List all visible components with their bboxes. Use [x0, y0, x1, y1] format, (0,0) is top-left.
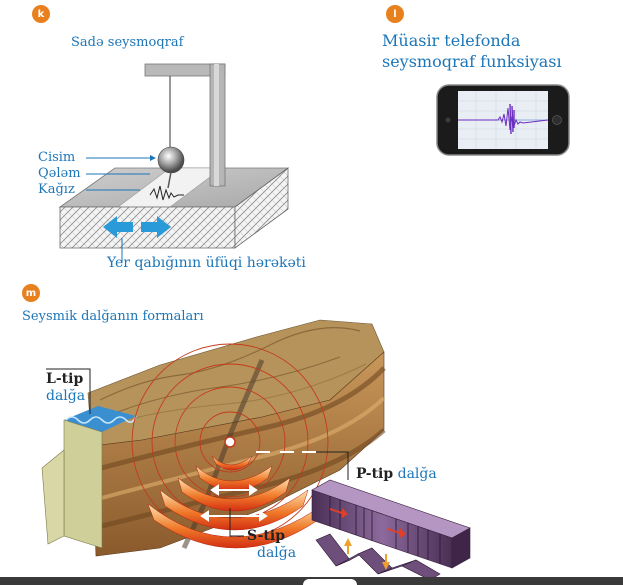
s-wave-arrows [200, 484, 268, 522]
horizontal-motion-caption: Yer qabığının üfüqi hərəkəti [107, 255, 306, 271]
l-wave-label: L-tip dalğa [46, 371, 85, 405]
label-paper: Kağız [38, 182, 75, 197]
s-wave-rope-blocks [315, 533, 441, 581]
s-wave-word: dalğa [257, 545, 297, 561]
block-side-face [234, 167, 289, 249]
seismograph-title: Sadə seysmoqraf [71, 35, 184, 50]
badge-l: l [386, 5, 404, 23]
s-wave-label: S-tip dalğa [247, 528, 296, 562]
phone-title-line2: seysmoqraf funksiyası [382, 52, 562, 71]
l-wave-word: dalğa [46, 388, 86, 404]
l-wave-type: L-tip [46, 371, 84, 387]
p-wave-type: P-tip [356, 466, 394, 482]
phone-title-line1: Müasir telefonda [382, 31, 521, 50]
l-wave-column [63, 419, 103, 549]
pen [167, 171, 172, 189]
seismic-wave-forms-title: Seysmik dalğanın formaları [22, 309, 204, 324]
smartphone-illustration [436, 84, 570, 156]
label-pen: Qələm [38, 166, 81, 181]
label-object: Cisim [38, 150, 76, 165]
p-wave-compression-blocks [311, 479, 471, 569]
bottom-scroll-handle[interactable] [303, 579, 357, 585]
badge-m: m [22, 284, 40, 302]
l-wave-ripples [65, 415, 137, 424]
p-wave-word: dalğa [397, 466, 437, 482]
phone-seismogram [458, 107, 549, 131]
seismic-trace [149, 185, 184, 201]
hypocenter-icon [224, 436, 236, 448]
horizontal-motion-arrows [103, 216, 171, 238]
p-wave-label: P-tip dalğa [356, 466, 437, 483]
s-wave-type: S-tip [247, 528, 286, 544]
badge-k: k [32, 5, 50, 23]
s-wave-bands [147, 455, 325, 549]
